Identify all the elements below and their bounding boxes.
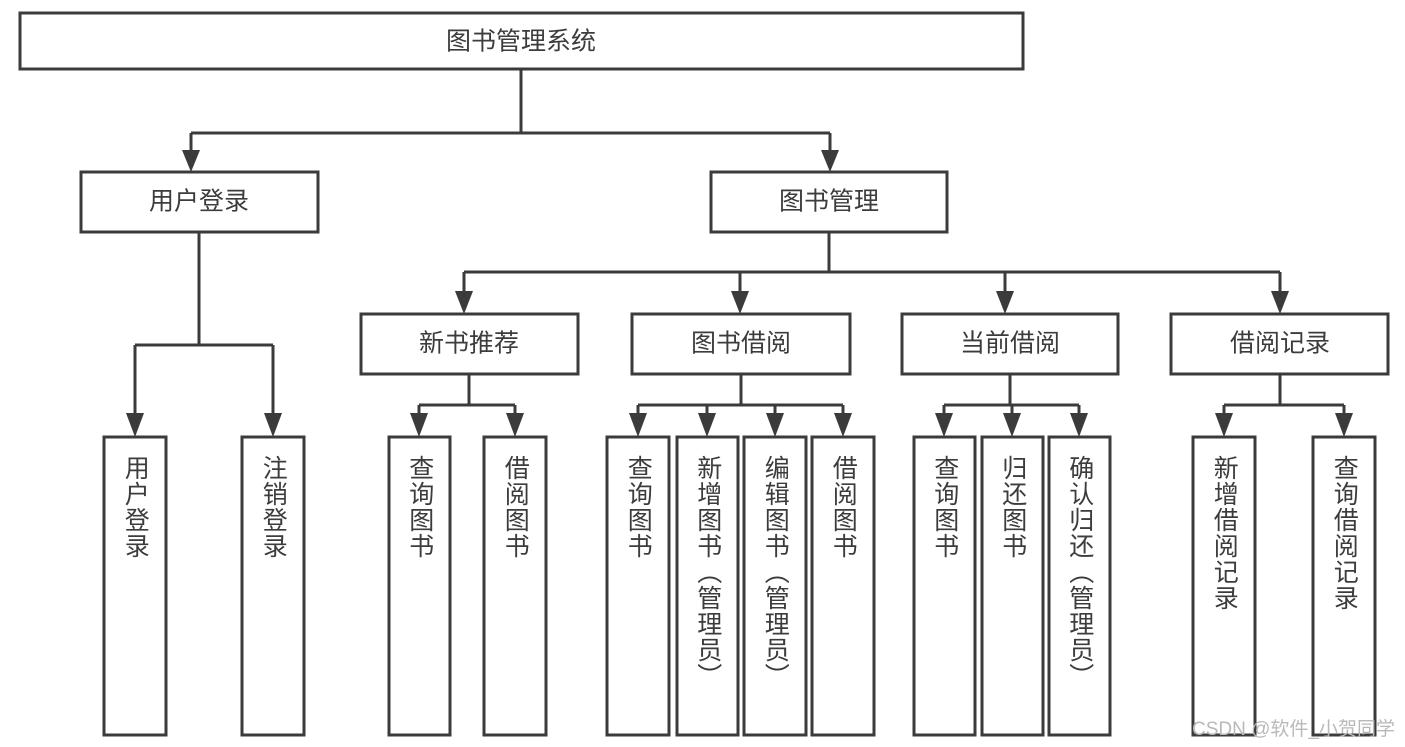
connector-book-management-to-level3 xyxy=(455,232,1289,314)
node-borrow-record-label: 借阅记录 xyxy=(1230,330,1330,358)
node-current-borrow[interactable]: 当前借阅 xyxy=(900,312,1120,376)
leaf-box xyxy=(240,435,306,737)
leaf-box xyxy=(1047,435,1112,737)
leaf-boxes xyxy=(102,435,1377,737)
node-book-management[interactable]: 图书管理 xyxy=(709,170,949,234)
node-borrow-record[interactable]: 借阅记录 xyxy=(1169,312,1390,376)
connector-new-book-recommend-to-leaves xyxy=(410,374,524,437)
leaf-box xyxy=(1311,435,1377,737)
leaf-box xyxy=(742,435,808,737)
node-user-login-label: 用户登录 xyxy=(149,188,249,216)
arrow-head-icon xyxy=(264,413,282,437)
arrow-head-icon xyxy=(1070,413,1088,437)
arrow-head-icon xyxy=(506,413,524,437)
arrow-head-icon xyxy=(935,413,953,437)
leaf-box xyxy=(675,435,740,737)
node-new-book-recommend[interactable]: 新书推荐 xyxy=(359,312,580,376)
node-user-login[interactable]: 用户登录 xyxy=(79,170,320,234)
arrow-head-icon xyxy=(455,291,473,314)
arrow-head-icon xyxy=(1335,413,1353,437)
node-new-book-recommend-label: 新书推荐 xyxy=(419,330,519,358)
leaf-box xyxy=(1191,435,1257,737)
connector-user-login-to-leaves xyxy=(126,232,282,437)
connector-current-borrow-to-leaves xyxy=(935,374,1088,437)
arrow-head-icon xyxy=(182,150,200,172)
node-book-borrow[interactable]: 图书借阅 xyxy=(630,312,852,376)
arrow-head-icon xyxy=(1271,291,1289,314)
leaf-box xyxy=(387,435,452,737)
leaf-box xyxy=(810,435,876,737)
node-root[interactable]: 图书管理系统 xyxy=(18,11,1025,71)
leaf-box xyxy=(482,435,548,737)
arrow-head-icon xyxy=(996,291,1014,314)
leaf-box xyxy=(912,435,977,737)
arrow-head-icon xyxy=(834,413,852,437)
watermark: CSDN @软件_小贺同学 xyxy=(1192,719,1395,740)
connector-root-to-level2 xyxy=(182,69,839,172)
node-book-management-label: 图书管理 xyxy=(779,188,879,216)
connector-book-borrow-to-leaves xyxy=(629,374,852,437)
leaf-box xyxy=(980,435,1045,737)
arrow-head-icon xyxy=(1003,413,1021,437)
arrow-head-icon xyxy=(821,150,839,172)
node-book-borrow-label: 图书借阅 xyxy=(691,330,791,358)
arrow-head-icon xyxy=(126,413,144,437)
leaf-box xyxy=(102,435,168,737)
connector-borrow-record-to-leaves xyxy=(1215,374,1353,437)
arrow-head-icon xyxy=(410,413,428,437)
arrow-head-icon xyxy=(698,413,716,437)
leaf-box xyxy=(605,435,671,737)
node-current-borrow-label: 当前借阅 xyxy=(960,330,1060,358)
node-root-label: 图书管理系统 xyxy=(446,28,596,56)
arrow-head-icon xyxy=(1215,413,1233,437)
arrow-head-icon xyxy=(731,291,749,314)
arrow-head-icon xyxy=(766,413,784,437)
arrow-head-icon xyxy=(629,413,647,437)
